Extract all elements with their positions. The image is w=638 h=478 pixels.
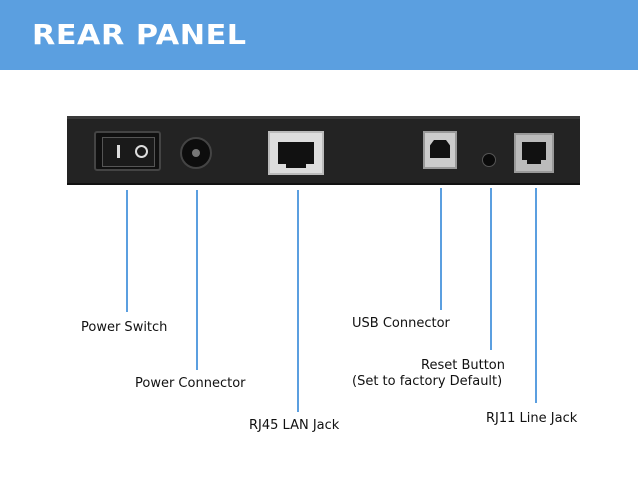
rj45-jack-graphic [268, 131, 324, 175]
power-switch-graphic [94, 131, 161, 171]
label-power-connector: Power Connector [135, 376, 246, 391]
label-rj11-line-jack: RJ11 Line Jack [486, 411, 578, 426]
header-banner: REAR PANEL [0, 0, 638, 70]
leader-line-usb [440, 188, 442, 310]
leader-line-reset [490, 188, 492, 350]
rj11-clip [527, 159, 541, 164]
leader-line-power-connector [196, 190, 198, 370]
usb-connector-graphic [423, 131, 457, 169]
label-rj45-lan-jack: RJ45 LAN Jack [249, 418, 340, 433]
rear-panel-image [67, 116, 580, 185]
power-connector-graphic [180, 137, 212, 169]
rj45-clip [286, 162, 306, 168]
label-reset-button: Reset Button [421, 358, 505, 373]
usb-socket [430, 140, 450, 158]
label-reset-button-note: (Set to factory Default) [352, 374, 503, 389]
off-symbol-icon [135, 145, 148, 158]
leader-line-rj11 [535, 188, 537, 403]
label-power-switch: Power Switch [81, 320, 168, 335]
label-usb-connector: USB Connector [352, 316, 450, 331]
leader-line-power-switch [126, 190, 128, 312]
page-title: REAR PANEL [32, 18, 247, 51]
rj11-jack-graphic [514, 133, 554, 173]
on-symbol-icon [117, 145, 120, 158]
rj45-socket [278, 142, 314, 164]
reset-button-graphic [482, 153, 496, 167]
rocker [102, 137, 155, 167]
rj11-socket [522, 142, 546, 160]
leader-line-rj45 [297, 190, 299, 412]
